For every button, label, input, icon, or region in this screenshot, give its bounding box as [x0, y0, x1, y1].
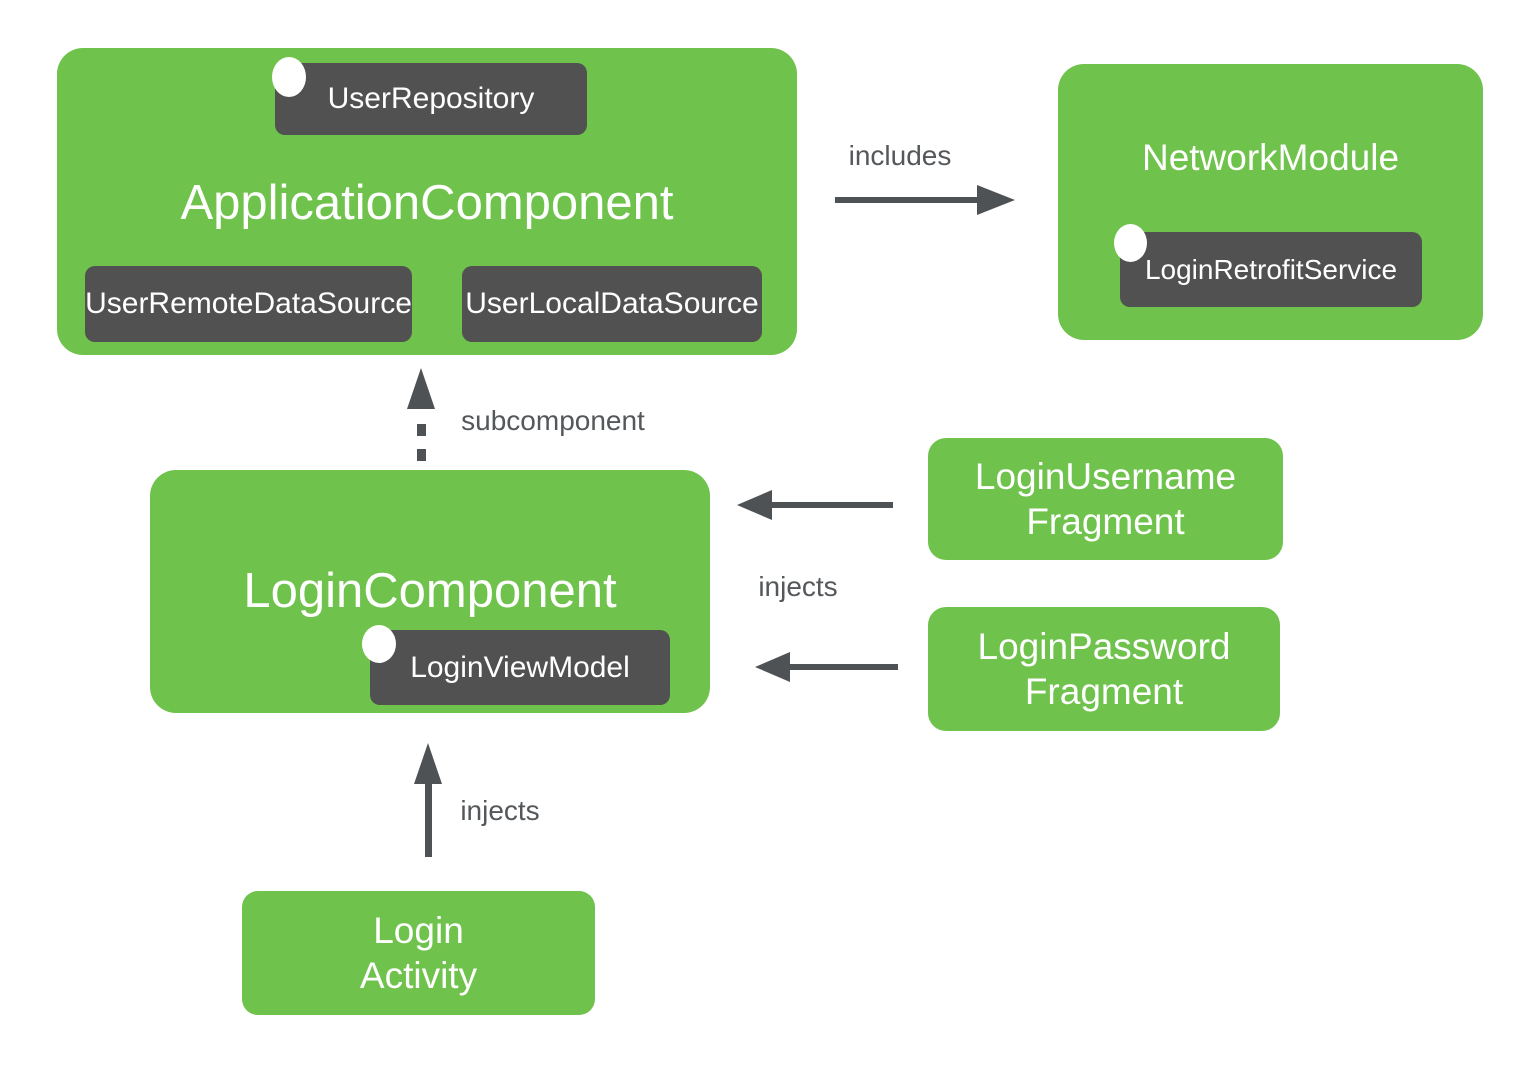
injects-password-arrowhead-icon [755, 652, 790, 682]
login-password-line: LoginPassword [977, 626, 1231, 667]
injects-fragments-edge-label: injects [758, 571, 838, 602]
activity-line: Activity [359, 955, 478, 996]
injects-activity-edge-label: injects [460, 795, 540, 826]
injects-activity-arrowhead-icon [414, 743, 442, 784]
subcomponent-edge-label: subcomponent [461, 405, 645, 436]
login-username-line: LoginUsername [974, 456, 1237, 497]
injects-username-arrowhead-icon [737, 490, 772, 520]
user-remote-data-source-label: UserRemoteDataSource [85, 287, 412, 320]
user-local-data-source-label: UserLocalDataSource [465, 287, 759, 320]
login-retrofit-service-badge: LoginRetrofitService [1120, 232, 1422, 307]
user-local-data-source-badge: UserLocalDataSource [462, 266, 762, 342]
user-remote-data-source-badge: UserRemoteDataSource [85, 266, 412, 342]
provider-dot-icon [272, 57, 306, 97]
injects-username-arrow-shaft [770, 502, 893, 508]
includes-arrow-shaft [835, 197, 977, 203]
login-username-fragment-box [928, 438, 1283, 560]
login-password-fragment-box [928, 607, 1280, 731]
login-retrofit-service-label: LoginRetrofitService [1144, 253, 1398, 285]
injects-password-arrow-shaft [788, 664, 898, 670]
login-component-title: LoginComponent [243, 564, 617, 618]
subcomponent-arrowhead-icon [407, 368, 435, 409]
login-activity-box [242, 891, 595, 1015]
login-activity-title: Login Activity [242, 906, 595, 1000]
injects-activity-arrow-shaft [425, 783, 432, 857]
login-view-model-badge: LoginViewModel [370, 630, 670, 705]
user-repository-label: UserRepository [327, 82, 535, 115]
user-repository-badge: UserRepository [275, 63, 587, 135]
login-password-fragment-title: LoginPassword Fragment [928, 623, 1280, 715]
login-username-fragment-title: LoginUsername Fragment [928, 453, 1283, 545]
provider-dot-icon [362, 625, 396, 663]
subcomponent-arrow-dash [417, 424, 426, 436]
application-component-title: ApplicationComponent [180, 176, 674, 230]
includes-arrowhead-icon [977, 185, 1015, 215]
fragment-line: Fragment [1024, 671, 1184, 712]
login-line: Login [373, 910, 464, 951]
provider-dot-icon [1114, 224, 1147, 262]
login-view-model-label: LoginViewModel [410, 650, 630, 684]
network-module-title: NetworkModule [1141, 136, 1400, 178]
subcomponent-arrow-dash [417, 449, 426, 461]
includes-edge-label: includes [848, 140, 952, 171]
fragment-line: Fragment [1026, 501, 1185, 542]
